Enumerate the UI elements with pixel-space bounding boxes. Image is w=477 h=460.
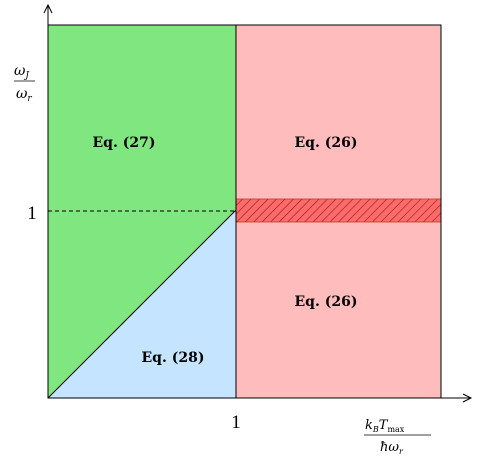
label-eq26-lower: Eq. (26) [295, 294, 358, 310]
y-axis-arrow [43, 3, 53, 14]
y-axis-label: ωJ ωr [14, 63, 35, 104]
x-axis-label: kBTmax ħωr [364, 418, 431, 456]
svg-text:ħωr: ħωr [380, 440, 404, 456]
x-axis-arrow [462, 393, 473, 403]
hatched-band [235, 198, 442, 223]
svg-text:ωJ: ωJ [14, 63, 30, 81]
svg-text:ωr: ωr [16, 86, 32, 104]
label-eq27: Eq. (27) [93, 135, 156, 151]
diagonal-boundary [47, 209, 237, 399]
label-eq28: Eq. (28) [142, 350, 205, 366]
label-eq26-upper: Eq. (26) [295, 135, 358, 151]
svg-text:kBTmax: kBTmax [365, 418, 405, 434]
x-tick-1: 1 [231, 412, 241, 433]
y-tick-1: 1 [27, 203, 37, 224]
